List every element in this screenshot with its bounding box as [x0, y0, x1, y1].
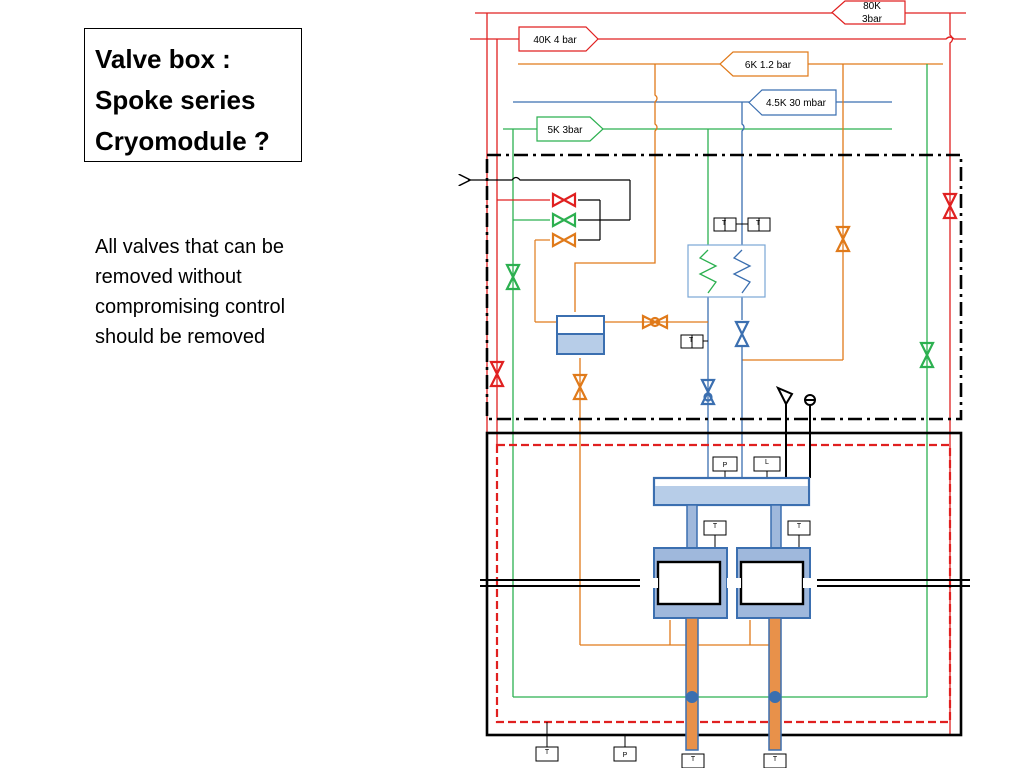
valve-red-right — [942, 192, 958, 220]
inst-t-5: T — [797, 523, 802, 530]
valve-orange-right — [835, 225, 851, 253]
inst-p-2: P — [623, 752, 628, 759]
inst-t-7: T — [691, 756, 696, 763]
instrument-labels: T T T P L T T T P T T — [545, 220, 802, 763]
return-lines — [468, 178, 708, 323]
valve-orange-left — [572, 373, 588, 401]
note-line-1: All valves that can be — [95, 236, 284, 258]
inst-t-3: T — [689, 337, 694, 344]
valve-blue-left — [700, 378, 716, 406]
coupler-right — [768, 617, 782, 751]
note-line-3: compromising control — [95, 296, 286, 318]
header-flags: 80K 3bar 40K 4 bar 6K 1.2 bar 4.5K 30 mb… — [518, 0, 906, 142]
note-line-2: removed without — [95, 266, 242, 288]
valve-green-h — [551, 212, 577, 228]
inst-t-1: T — [722, 220, 727, 227]
label-80k-a: 80K — [863, 1, 881, 12]
cavity-right — [727, 547, 817, 619]
inst-t-2: T — [756, 220, 761, 227]
valve-orange-subcooler — [641, 314, 669, 330]
cryomodule-vacuum-vessel — [485, 431, 963, 737]
valve-red-left — [489, 360, 505, 388]
title-box: Valve box : Spoke series Cryomodule ? — [84, 28, 302, 162]
instrument-boxes — [535, 217, 811, 768]
heat-exchanger — [687, 244, 766, 298]
valve-blue-right — [734, 320, 750, 348]
label-80k-b: 3bar — [862, 14, 883, 25]
valve-orange-h — [551, 232, 577, 248]
instrument-leads — [546, 218, 800, 747]
inst-p-1: P — [723, 462, 728, 469]
subcooler-vessel — [556, 315, 605, 355]
note-line-4: should be removed — [95, 326, 266, 348]
inst-t-4: T — [713, 523, 718, 530]
label-6k: 6K 1.2 bar — [745, 60, 792, 71]
safety-valve — [775, 386, 794, 478]
title-line-3: Cryomodule ? — [95, 126, 270, 156]
label-5k: 5K 3bar — [547, 125, 583, 136]
chimneys — [686, 504, 782, 550]
label-40k: 40K 4 bar — [533, 35, 577, 46]
thermal-shield — [495, 443, 952, 724]
inst-l-1: L — [765, 459, 769, 466]
title-line-1: Valve box : — [95, 44, 231, 74]
inst-t-8: T — [773, 756, 778, 763]
coupler-left — [685, 617, 699, 751]
helium-tank — [652, 476, 811, 507]
rupture-disk — [804, 394, 816, 478]
title-line-2: Spoke series — [95, 85, 256, 115]
valve-green-right — [919, 341, 935, 369]
note-text: All valves that can be removed without c… — [95, 232, 395, 352]
inst-t-6: T — [545, 749, 550, 756]
valve-green-left — [505, 263, 521, 291]
valve-box-boundary — [485, 153, 963, 421]
valve-red-h — [551, 192, 577, 208]
cavity-left — [640, 547, 728, 619]
label-45k: 4.5K 30 mbar — [766, 98, 827, 109]
